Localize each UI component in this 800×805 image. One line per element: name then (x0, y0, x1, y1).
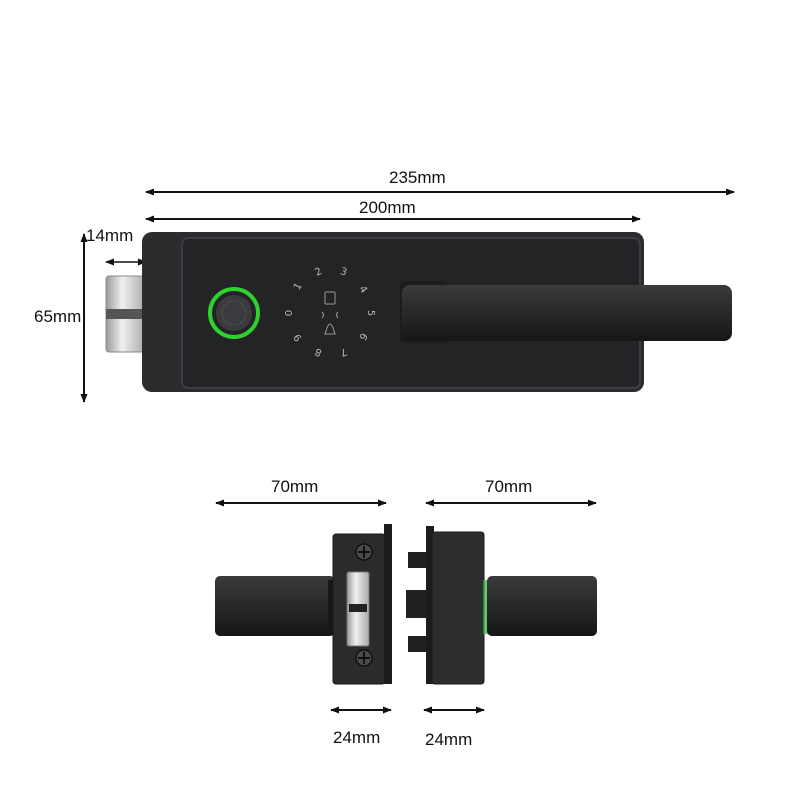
lock-outer-side-view (406, 526, 597, 685)
keypad-digit: 0 (284, 310, 295, 316)
plate-left-label: 24mm (333, 728, 381, 747)
bolt-offset-label: 14mm (86, 226, 134, 245)
handle-left-label: 70mm (271, 477, 319, 496)
body-length-label: 200mm (359, 198, 416, 217)
lock-status-icon (324, 291, 336, 305)
spindle-bottom (408, 636, 428, 652)
keypad-digit: 2 (313, 266, 323, 279)
outer-handle (487, 576, 597, 636)
height-label: 65mm (34, 307, 82, 326)
lock-inner-side-view (215, 524, 392, 685)
plate-right-label: 24mm (425, 730, 473, 749)
nfc-icon (321, 311, 339, 319)
keypad-digit: 7 (339, 345, 349, 358)
keypad-digit: 4 (356, 284, 369, 296)
spindle-top (408, 552, 428, 568)
keypad-digit: 5 (365, 310, 376, 316)
keypad-digit: 3 (339, 266, 349, 279)
fingerprint-ring (208, 287, 260, 339)
keypad: 0 1 2 3 4 5 6 7 8 9 (284, 266, 376, 358)
inner-handle (215, 576, 335, 636)
total-length-label: 235mm (389, 168, 446, 187)
keypad-digit: 9 (292, 331, 305, 343)
outer-mount-plate (431, 531, 485, 685)
lock-handle (402, 285, 732, 341)
keypad-digit: 6 (356, 330, 369, 342)
fingerprint-sensor (216, 295, 252, 331)
lock-front-view: 0 1 2 3 4 5 6 7 8 9 (105, 232, 732, 392)
handle-right-label: 70mm (485, 477, 533, 496)
bell-icon (324, 323, 336, 335)
keypad-digit: 8 (314, 345, 324, 358)
keypad-digit: 1 (292, 281, 305, 292)
